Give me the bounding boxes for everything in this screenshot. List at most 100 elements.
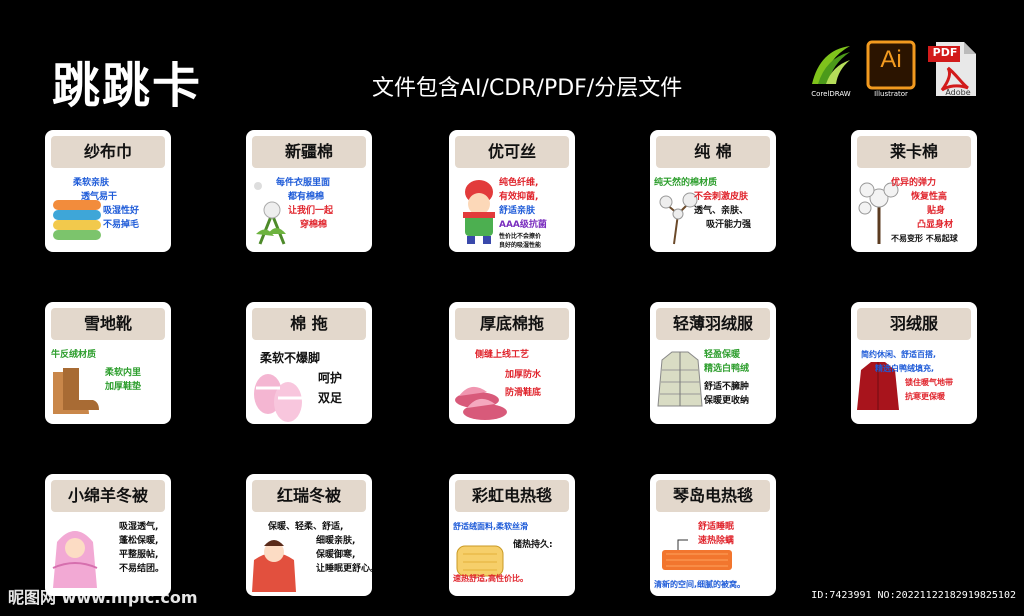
card-line: 精选白鸭绒: [704, 364, 750, 374]
card-line: 牛反绒材质: [51, 350, 97, 360]
card-title: 红瑞冬被: [252, 480, 366, 512]
card-line: 舒适睡眠: [698, 522, 735, 532]
card-title: 小绵羊冬被: [51, 480, 165, 512]
product-card-light-down-jacket[interactable]: 轻薄羽绒服 轻盈保暖 精选白鸭绒 舒适不臃肿 保暖更收纳: [650, 302, 776, 424]
page-title: 跳跳卡: [52, 58, 203, 114]
card-line: 速热除螨: [698, 536, 735, 546]
card-line: 细暖亲肤,: [316, 536, 356, 546]
card-title: 厚底棉拖: [455, 308, 569, 340]
product-card-snow-boots[interactable]: 雪地靴 牛反绒材质 柔软内里 加厚鞋垫: [45, 302, 171, 424]
pdf-icon: [928, 42, 976, 96]
illustrator-text: Ai: [880, 46, 902, 73]
pdf-logo: PDF Adobe: [928, 40, 978, 98]
card-line: 加厚防水: [505, 370, 542, 380]
product-card-thick-slippers[interactable]: 厚底棉拖 侧缝上线工艺 加厚防水 防滑鞋底: [449, 302, 575, 424]
card-line: 速热舒适,高性价比。: [453, 574, 529, 583]
card-line: 吸汗能力强: [706, 220, 752, 230]
card-line: 柔软内里: [105, 368, 142, 378]
card-line: 简约休闲、舒适百搭,: [861, 350, 937, 359]
card-title: 彩虹电热毯: [455, 480, 569, 512]
software-logos: CorelDRAW Ai Illustrator PDF Adobe: [806, 40, 986, 100]
card-line: 吸湿透气,: [119, 522, 159, 532]
cotton-flower-icon: [858, 182, 899, 244]
product-card-rainbow-blanket[interactable]: 彩虹电热毯 舒适绒面料,柔软丝滑 储热持久: 速热舒适,高性价比。: [449, 474, 575, 596]
card-line: 优异的弹力: [891, 178, 937, 188]
card-line: 舒适亲肤: [499, 206, 536, 216]
card-title: 新疆棉: [252, 136, 366, 168]
coreldraw-caption: CorelDRAW: [811, 90, 851, 98]
kid-winter-icon: [463, 180, 495, 244]
card-title: 轻薄羽绒服: [656, 308, 770, 340]
card-line: 保暖、轻柔、舒适,: [268, 522, 344, 532]
product-card-lamb-quilt[interactable]: 小绵羊冬被 吸湿透气, 蓬松保暖, 平整服帖, 不易结团。: [45, 474, 171, 596]
card-line: 贴身: [927, 206, 946, 216]
pdf-text: PDF: [932, 46, 958, 59]
coreldraw-icon: [806, 40, 856, 90]
card-line: 清新的空间,细腻的被窝。: [654, 580, 746, 589]
card-line: 储热持久:: [513, 540, 553, 550]
card-line: 呵护: [318, 371, 343, 385]
card-line: 纯天然的棉材质: [654, 178, 718, 188]
coreldraw-logo: CorelDRAW: [806, 40, 856, 98]
heating-pad-icon: [662, 539, 732, 570]
product-card-qindao-blanket[interactable]: 琴岛电热毯 舒适睡眠 速热除螨 清新的空间,细腻的被窝。: [650, 474, 776, 596]
product-card-lycra-cotton[interactable]: 莱卡棉 优异的弹力 恢复性高 贴身 凸显身材 不易变形 不易起球: [851, 130, 977, 252]
card-title: 羽绒服: [857, 308, 971, 340]
card-line: 保暖御寒,: [316, 550, 356, 560]
card-line: 轻盈保暖: [704, 350, 741, 360]
card-line: 不易变形 不易起球: [891, 234, 958, 243]
card-line: 穿棉棉: [300, 220, 328, 230]
card-line: 柔软亲肤: [73, 178, 110, 188]
product-card-gauze-towel[interactable]: 纱布巾 柔软亲肤 透气易干 吸湿性好 不易掉毛: [45, 130, 171, 252]
card-line: AAA级抗菌: [499, 220, 547, 230]
card-line: 不易掉毛: [103, 220, 140, 230]
product-card-youkesi[interactable]: 优可丝 纯色纤维, 有效抑菌, 舒适亲肤 AAA级抗菌 性价比不会撩价 良好的吸…: [449, 130, 575, 252]
card-line: 舒适绒面料,柔软丝滑: [453, 522, 529, 531]
card-line: 良好的吸湿性能: [499, 242, 542, 249]
card-line: 吸湿性好: [103, 206, 140, 216]
card-line: 精选白鸭绒填充,: [875, 364, 935, 373]
snow-boots-icon: [53, 368, 99, 414]
red-coat-icon: [857, 362, 899, 410]
card-title: 优可丝: [455, 136, 569, 168]
illustrator-icon: [866, 40, 916, 90]
card-line: 平整服帖,: [119, 550, 159, 560]
card-line: 侧缝上线工艺: [475, 350, 530, 360]
down-jacket-icon: [657, 351, 703, 407]
card-line: 不易结团。: [119, 564, 165, 574]
girl-blanket-icon: [52, 531, 98, 588]
product-card-hongrui-quilt[interactable]: 红瑞冬被 保暖、轻柔、舒适, 细暖亲肤, 保暖御寒, 让睡眠更舒心。: [246, 474, 372, 596]
card-title: 琴岛电热毯: [656, 480, 770, 512]
illustrator-caption: Illustrator: [874, 90, 908, 98]
card-line: 舒适不臃肿: [704, 382, 750, 392]
card-line: 不会刺激皮肤: [694, 192, 749, 202]
cotton-branch-icon: [659, 192, 698, 245]
card-line: 恢复性高: [911, 192, 948, 202]
card-line: 凸显身材: [917, 220, 954, 230]
card-title: 棉 拖: [252, 308, 366, 340]
image-id: ID:7423991 NO:20221122182919825102: [811, 590, 1016, 601]
card-line: 双足: [318, 391, 343, 405]
card-line: 防滑鞋底: [505, 388, 542, 398]
card-line: 保暖更收纳: [704, 396, 750, 406]
watermark: 昵图网 www.nipic.com: [8, 588, 198, 607]
cotton-slippers-icon: [254, 374, 302, 422]
product-card-pure-cotton[interactable]: 纯 棉 纯天然的棉材质 不会刺激皮肤 透气、亲肤、 吸汗能力强: [650, 130, 776, 252]
card-line: 让睡眠更舒心。: [316, 564, 372, 574]
product-card-xinjiang-cotton[interactable]: 新疆棉 每件衣服里面 都有棉棉 让我们一起 穿棉棉: [246, 130, 372, 252]
page-subtitle: 文件包含AI/CDR/PDF/分层文件: [372, 76, 683, 101]
electric-blanket-icon: [456, 545, 504, 577]
product-card-down-jacket[interactable]: 羽绒服 简约休闲、舒适百搭, 精选白鸭绒填充, 锁住暖气地带 抗寒更保暖: [851, 302, 977, 424]
card-line: 性价比不会撩价: [499, 233, 542, 240]
thick-slippers-icon: [455, 386, 507, 420]
girl-red-blanket-icon: [252, 540, 296, 592]
product-card-cotton-slippers[interactable]: 棉 拖 柔软不爆脚 呵护 双足: [246, 302, 372, 424]
card-title: 纯 棉: [656, 136, 770, 168]
cotton-plant-icon: [254, 182, 286, 245]
card-line: 每件衣服里面: [276, 178, 331, 188]
card-line: 透气易干: [81, 192, 118, 202]
card-title: 纱布巾: [51, 136, 165, 168]
card-line: 加厚鞋垫: [105, 382, 142, 392]
card-line: 柔软不爆脚: [260, 351, 321, 365]
card-line: 蓬松保暖,: [119, 536, 159, 546]
